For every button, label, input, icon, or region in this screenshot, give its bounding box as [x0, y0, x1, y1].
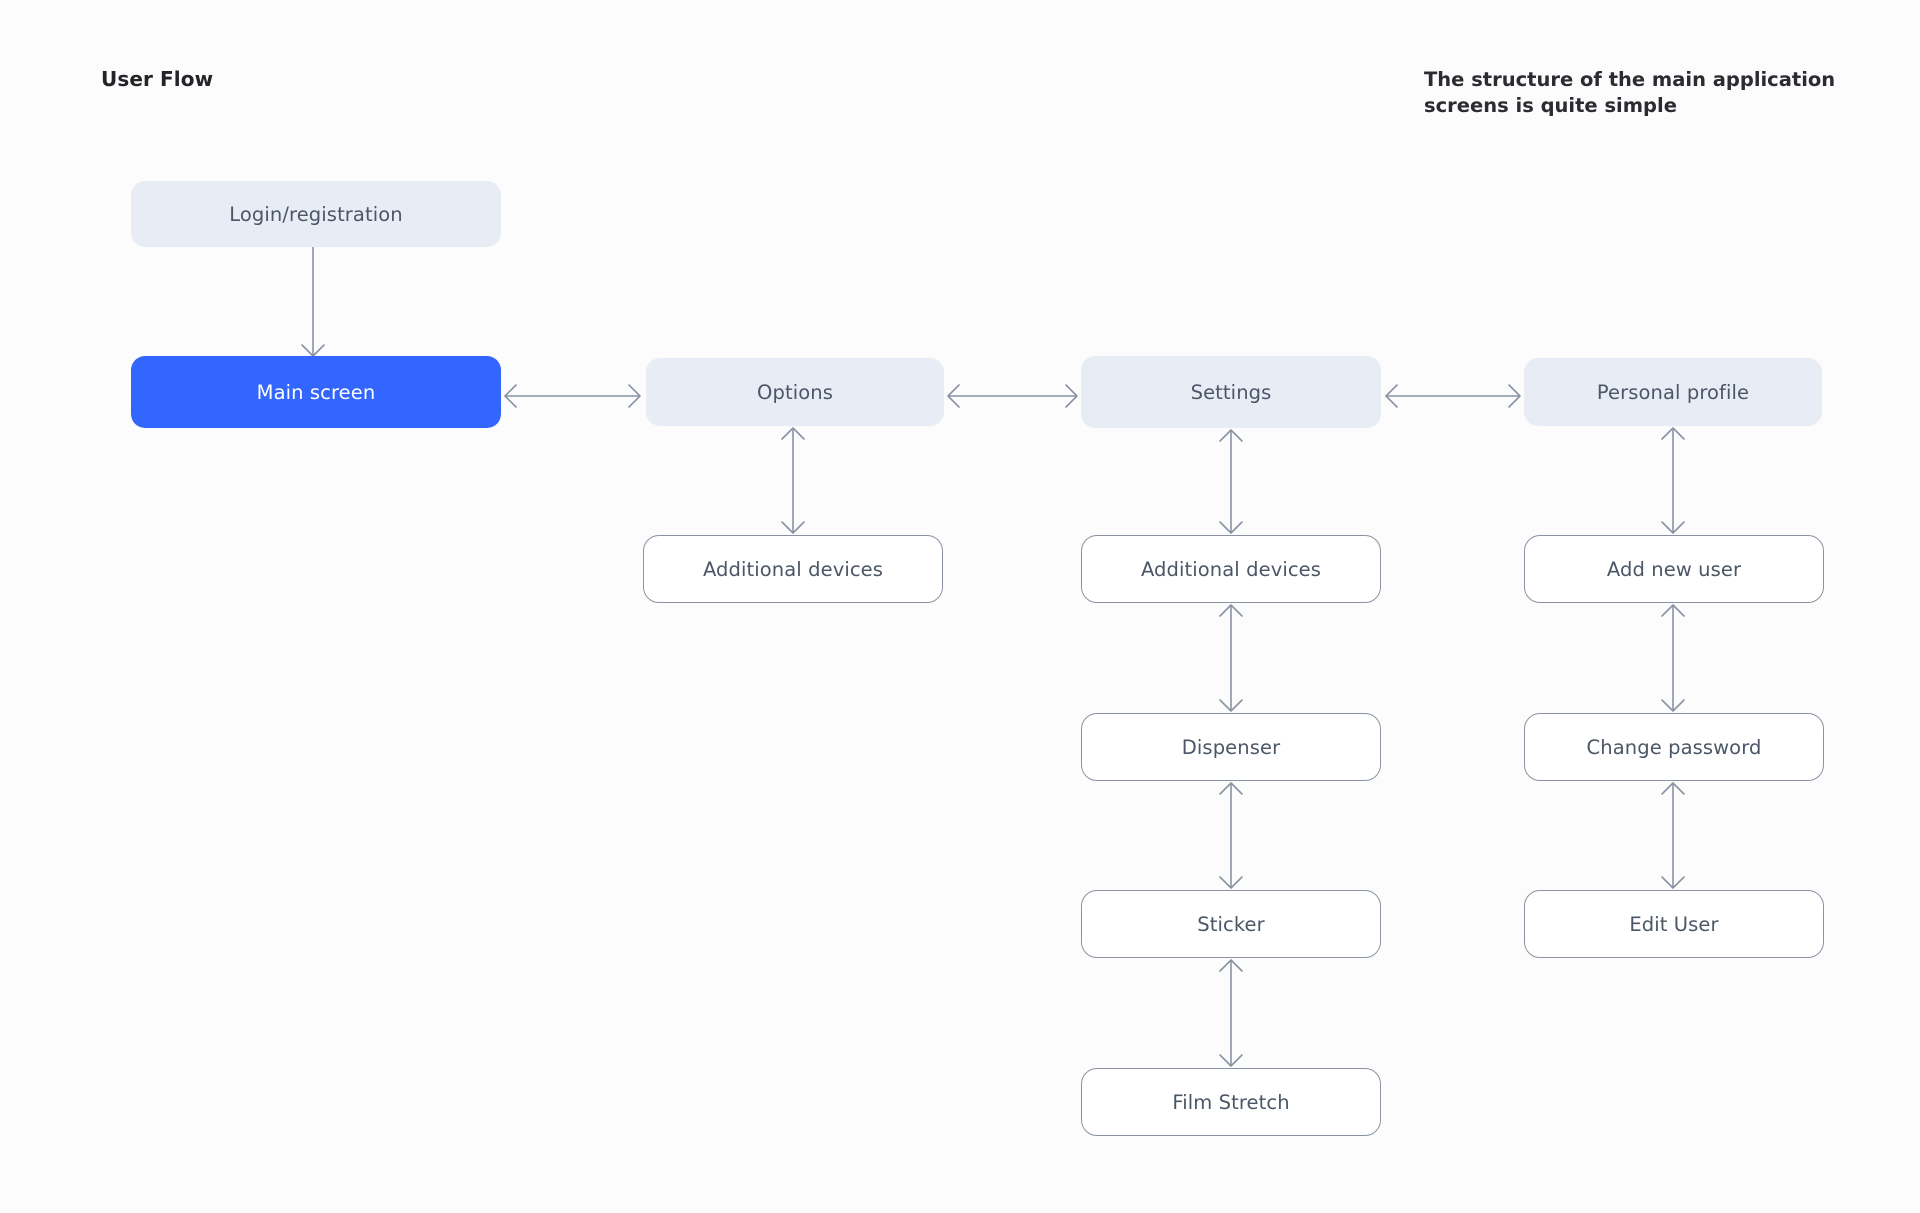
node-label: Personal profile: [1596, 380, 1750, 404]
connector-addldevices-dispenser: [1219, 604, 1243, 712]
node-login[interactable]: Login/registration: [131, 181, 501, 247]
node-label: Additional devices: [702, 557, 884, 581]
connector-changepassword-edituser: [1661, 782, 1685, 889]
node-label: Additional devices: [1140, 557, 1322, 581]
node-label: Options: [757, 380, 833, 404]
connector-main-options: [504, 384, 641, 408]
node-label: Film Stretch: [1172, 1090, 1290, 1114]
node-label: Main screen: [256, 380, 376, 404]
node-label: Login/registration: [229, 202, 403, 226]
connector-profile-adduser: [1661, 427, 1685, 534]
connector-options-settings: [947, 384, 1078, 408]
node-change_pass[interactable]: Change password: [1524, 713, 1824, 781]
node-dispenser[interactable]: Dispenser: [1081, 713, 1381, 781]
connector-options-addldevices: [781, 427, 805, 534]
connector-sticker-film: [1219, 959, 1243, 1067]
node-add_user[interactable]: Add new user: [1524, 535, 1824, 603]
node-sticker[interactable]: Sticker: [1081, 890, 1381, 958]
node-set_devices[interactable]: Additional devices: [1081, 535, 1381, 603]
node-edit_user[interactable]: Edit User: [1524, 890, 1824, 958]
node-film[interactable]: Film Stretch: [1081, 1068, 1381, 1136]
page-description: The structure of the main application sc…: [1424, 68, 1836, 118]
node-opt_devices[interactable]: Additional devices: [643, 535, 943, 603]
connector-settings-addldevices: [1219, 429, 1243, 534]
page-title: User Flow: [101, 67, 214, 91]
connector-settings-profile: [1385, 384, 1521, 408]
node-label: Add new user: [1606, 557, 1742, 581]
connector-login-main: [301, 247, 325, 357]
node-label: Settings: [1190, 380, 1272, 404]
connector-dispenser-sticker: [1219, 782, 1243, 889]
node-options[interactable]: Options: [646, 358, 944, 426]
node-settings[interactable]: Settings: [1081, 356, 1381, 428]
node-label: Sticker: [1197, 912, 1265, 936]
node-profile[interactable]: Personal profile: [1524, 358, 1822, 426]
node-main[interactable]: Main screen: [131, 356, 501, 428]
node-label: Change password: [1586, 735, 1762, 759]
connector-adduser-changepassword: [1661, 604, 1685, 712]
node-label: Dispenser: [1181, 735, 1281, 759]
node-label: Edit User: [1629, 912, 1719, 936]
